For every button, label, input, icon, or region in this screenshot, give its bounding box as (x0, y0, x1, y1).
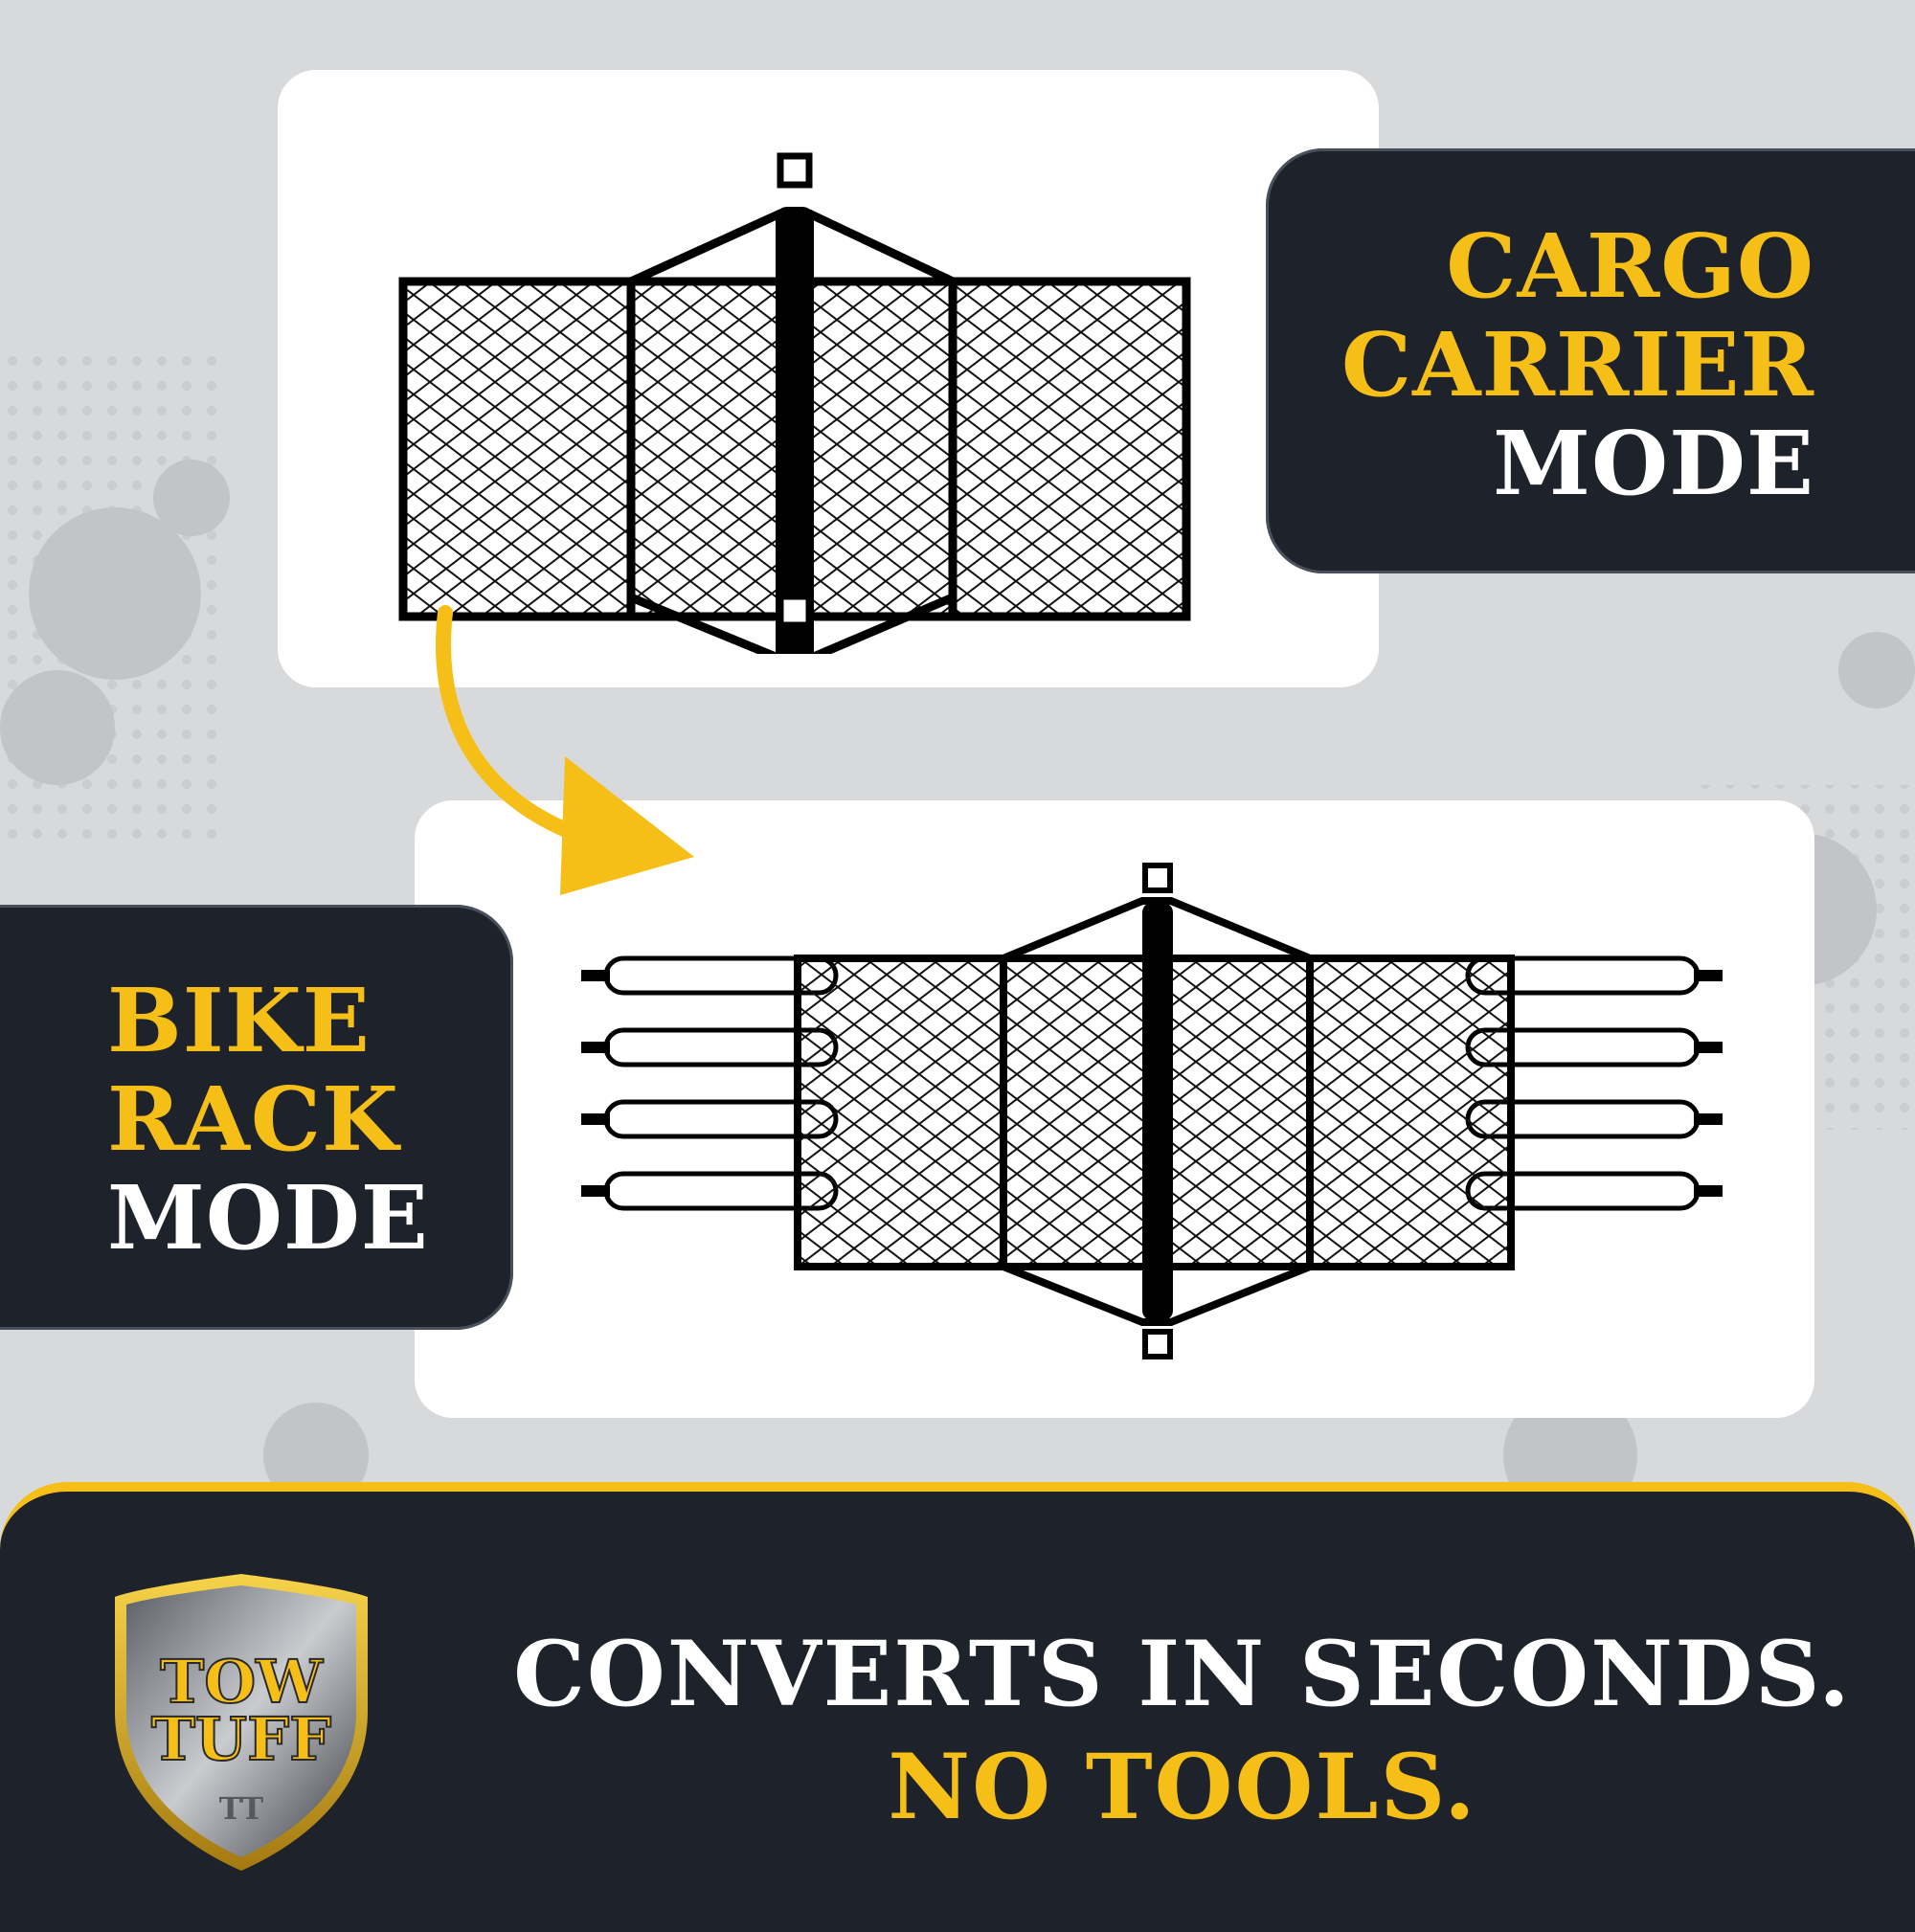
cargo-label-line2: CARRIER (1340, 313, 1814, 416)
bike-rack-icon (581, 863, 1723, 1359)
tagline-line2: NO TOOLS. (888, 1735, 1477, 1840)
curved-arrow-icon (436, 605, 694, 895)
shield-logo-icon: TOW TUFF TT (115, 1574, 368, 1871)
tagline-banner: TOW TUFF TT CONVERTS IN SECONDS. NO TOOL… (0, 1482, 1915, 1932)
bike-rack-card (415, 800, 1814, 1418)
bike-rack-mode-label: BIKE RACK MODE (0, 905, 513, 1330)
tagline-line1: CONVERTS IN SECONDS. (513, 1622, 1852, 1727)
cargo-carrier-mode-label: CARGO CARRIER MODE (1266, 148, 1915, 573)
logo-monogram: TT (219, 1790, 264, 1827)
cargo-carrier-icon (398, 152, 1191, 654)
bike-label-line2: RACK (107, 1067, 400, 1171)
cargo-label-line1: CARGO (1446, 214, 1814, 318)
cargo-carrier-card (278, 70, 1379, 687)
bike-label-line3: MODE (107, 1166, 429, 1269)
logo-line2: TUFF (151, 1704, 331, 1774)
logo-line1: TOW (160, 1647, 324, 1717)
bike-label-line1: BIKE (107, 969, 371, 1072)
cargo-label-line3: MODE (1493, 412, 1814, 515)
tagline: CONVERTS IN SECONDS. NO TOOLS. (498, 1618, 1867, 1844)
